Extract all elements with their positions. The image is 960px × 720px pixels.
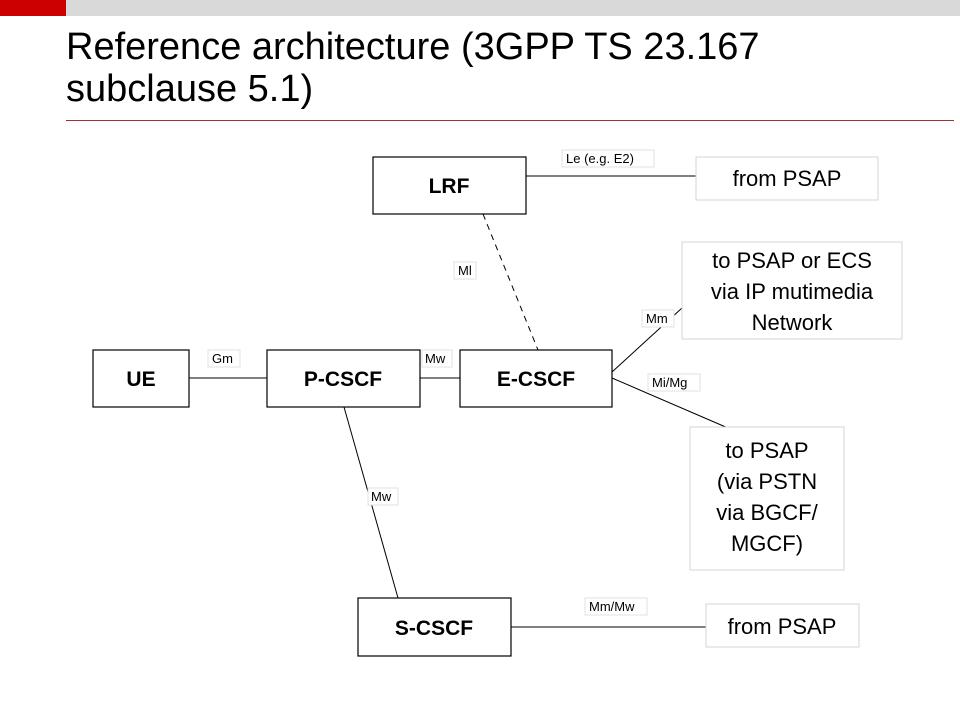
node-ue-label: UE	[126, 368, 155, 391]
dest-psap-ecs-line-3: Network	[752, 310, 834, 335]
node-ecscf: E-CSCF	[459, 349, 613, 408]
iface-mm: Mm	[641, 309, 675, 328]
iface-mw-ps-label: Mw	[371, 489, 392, 504]
node-ecscf-label: E-CSCF	[497, 368, 575, 391]
node-pcscf: P-CSCF	[266, 349, 421, 408]
dest-psap-ecs-line-1: to PSAP or ECS	[712, 248, 872, 273]
dest-psap-pstn: to PSAP (via PSTN via BGCF/ MGCF)	[689, 426, 845, 571]
dest-scscf-psap-line: from PSAP	[728, 614, 837, 639]
iface-gm: Gm	[207, 349, 241, 368]
header-bar	[66, 0, 960, 16]
iface-mimg-label: Mi/Mg	[652, 375, 687, 390]
dest-psap-ecs-line-2: via IP mutimedia	[711, 279, 874, 304]
dest-psap-pstn-line-2: (via PSTN	[717, 469, 817, 494]
iface-mmmw: Mm/Mw	[584, 597, 648, 616]
slide-title: Reference architecture (3GPP TS 23.167 s…	[66, 26, 760, 110]
dest-psap-pstn-line-4: MGCF)	[731, 531, 803, 556]
dest-lrf-psap-line: from PSAP	[733, 166, 842, 191]
title-divider	[66, 120, 954, 121]
node-lrf-label: LRF	[429, 175, 470, 198]
iface-mw-pe-label: Mw	[425, 351, 446, 366]
dest-psap-ecs: to PSAP or ECS via IP mutimedia Network	[681, 241, 903, 340]
node-lrf: LRF	[372, 156, 527, 215]
node-scscf: S-CSCF	[357, 597, 512, 657]
iface-mimg: Mi/Mg	[647, 373, 701, 392]
header-accent-bar	[0, 0, 66, 16]
dest-scscf-psap: from PSAP	[705, 603, 860, 648]
iface-gm-label: Gm	[212, 351, 233, 366]
dest-psap-pstn-line-1: to PSAP	[725, 438, 808, 463]
node-ue: UE	[92, 349, 190, 408]
iface-le-label: Le (e.g. E2)	[566, 151, 634, 166]
dest-lrf-psap: from PSAP	[695, 156, 879, 201]
node-scscf-label: S-CSCF	[395, 617, 473, 640]
iface-mmmw-label: Mm/Mw	[589, 599, 635, 614]
dest-psap-pstn-line-3: via BGCF/	[716, 500, 818, 525]
iface-mw-pcscf-scscf: Mw	[367, 487, 399, 506]
iface-mm-label: Mm	[646, 311, 668, 326]
iface-ml: Ml	[453, 261, 477, 280]
iface-mw-pcscf-ecscf: Mw	[421, 349, 453, 368]
edge-ecscf-pstn	[611, 377, 729, 429]
node-pcscf-label: P-CSCF	[304, 368, 382, 391]
edge-lrf-ecscf	[482, 213, 539, 351]
iface-le: Le (e.g. E2)	[561, 149, 655, 168]
iface-ml-label: Ml	[458, 263, 472, 278]
